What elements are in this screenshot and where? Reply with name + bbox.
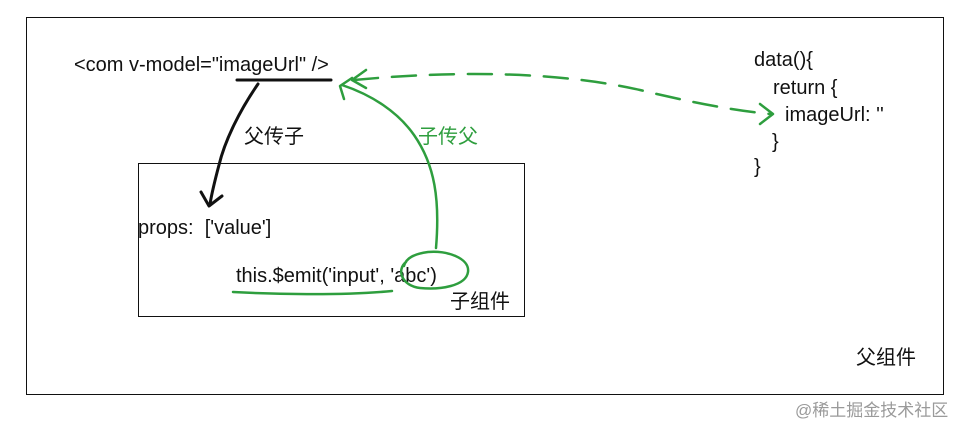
parent-to-child-label: 父传子 xyxy=(244,126,304,148)
data-line-3: imageUrl: '' xyxy=(785,104,884,126)
child-component-label: 子组件 xyxy=(450,291,510,313)
data-line-4: } xyxy=(772,131,779,153)
emit-code: this.$emit('input', 'abc') xyxy=(236,265,437,287)
data-line-2: return { xyxy=(773,77,838,99)
parent-component-label: 父组件 xyxy=(856,347,916,369)
parent-component-box xyxy=(26,17,944,395)
data-line-1: data(){ xyxy=(754,49,813,71)
child-to-parent-label: 子传父 xyxy=(418,126,478,148)
child-component-box xyxy=(138,163,525,317)
parent-template-code: <com v-model="imageUrl" /> xyxy=(74,54,329,76)
watermark: @稀土掘金技术社区 xyxy=(795,401,949,420)
data-line-5: } xyxy=(754,156,761,178)
props-code: props: ['value'] xyxy=(138,217,272,239)
